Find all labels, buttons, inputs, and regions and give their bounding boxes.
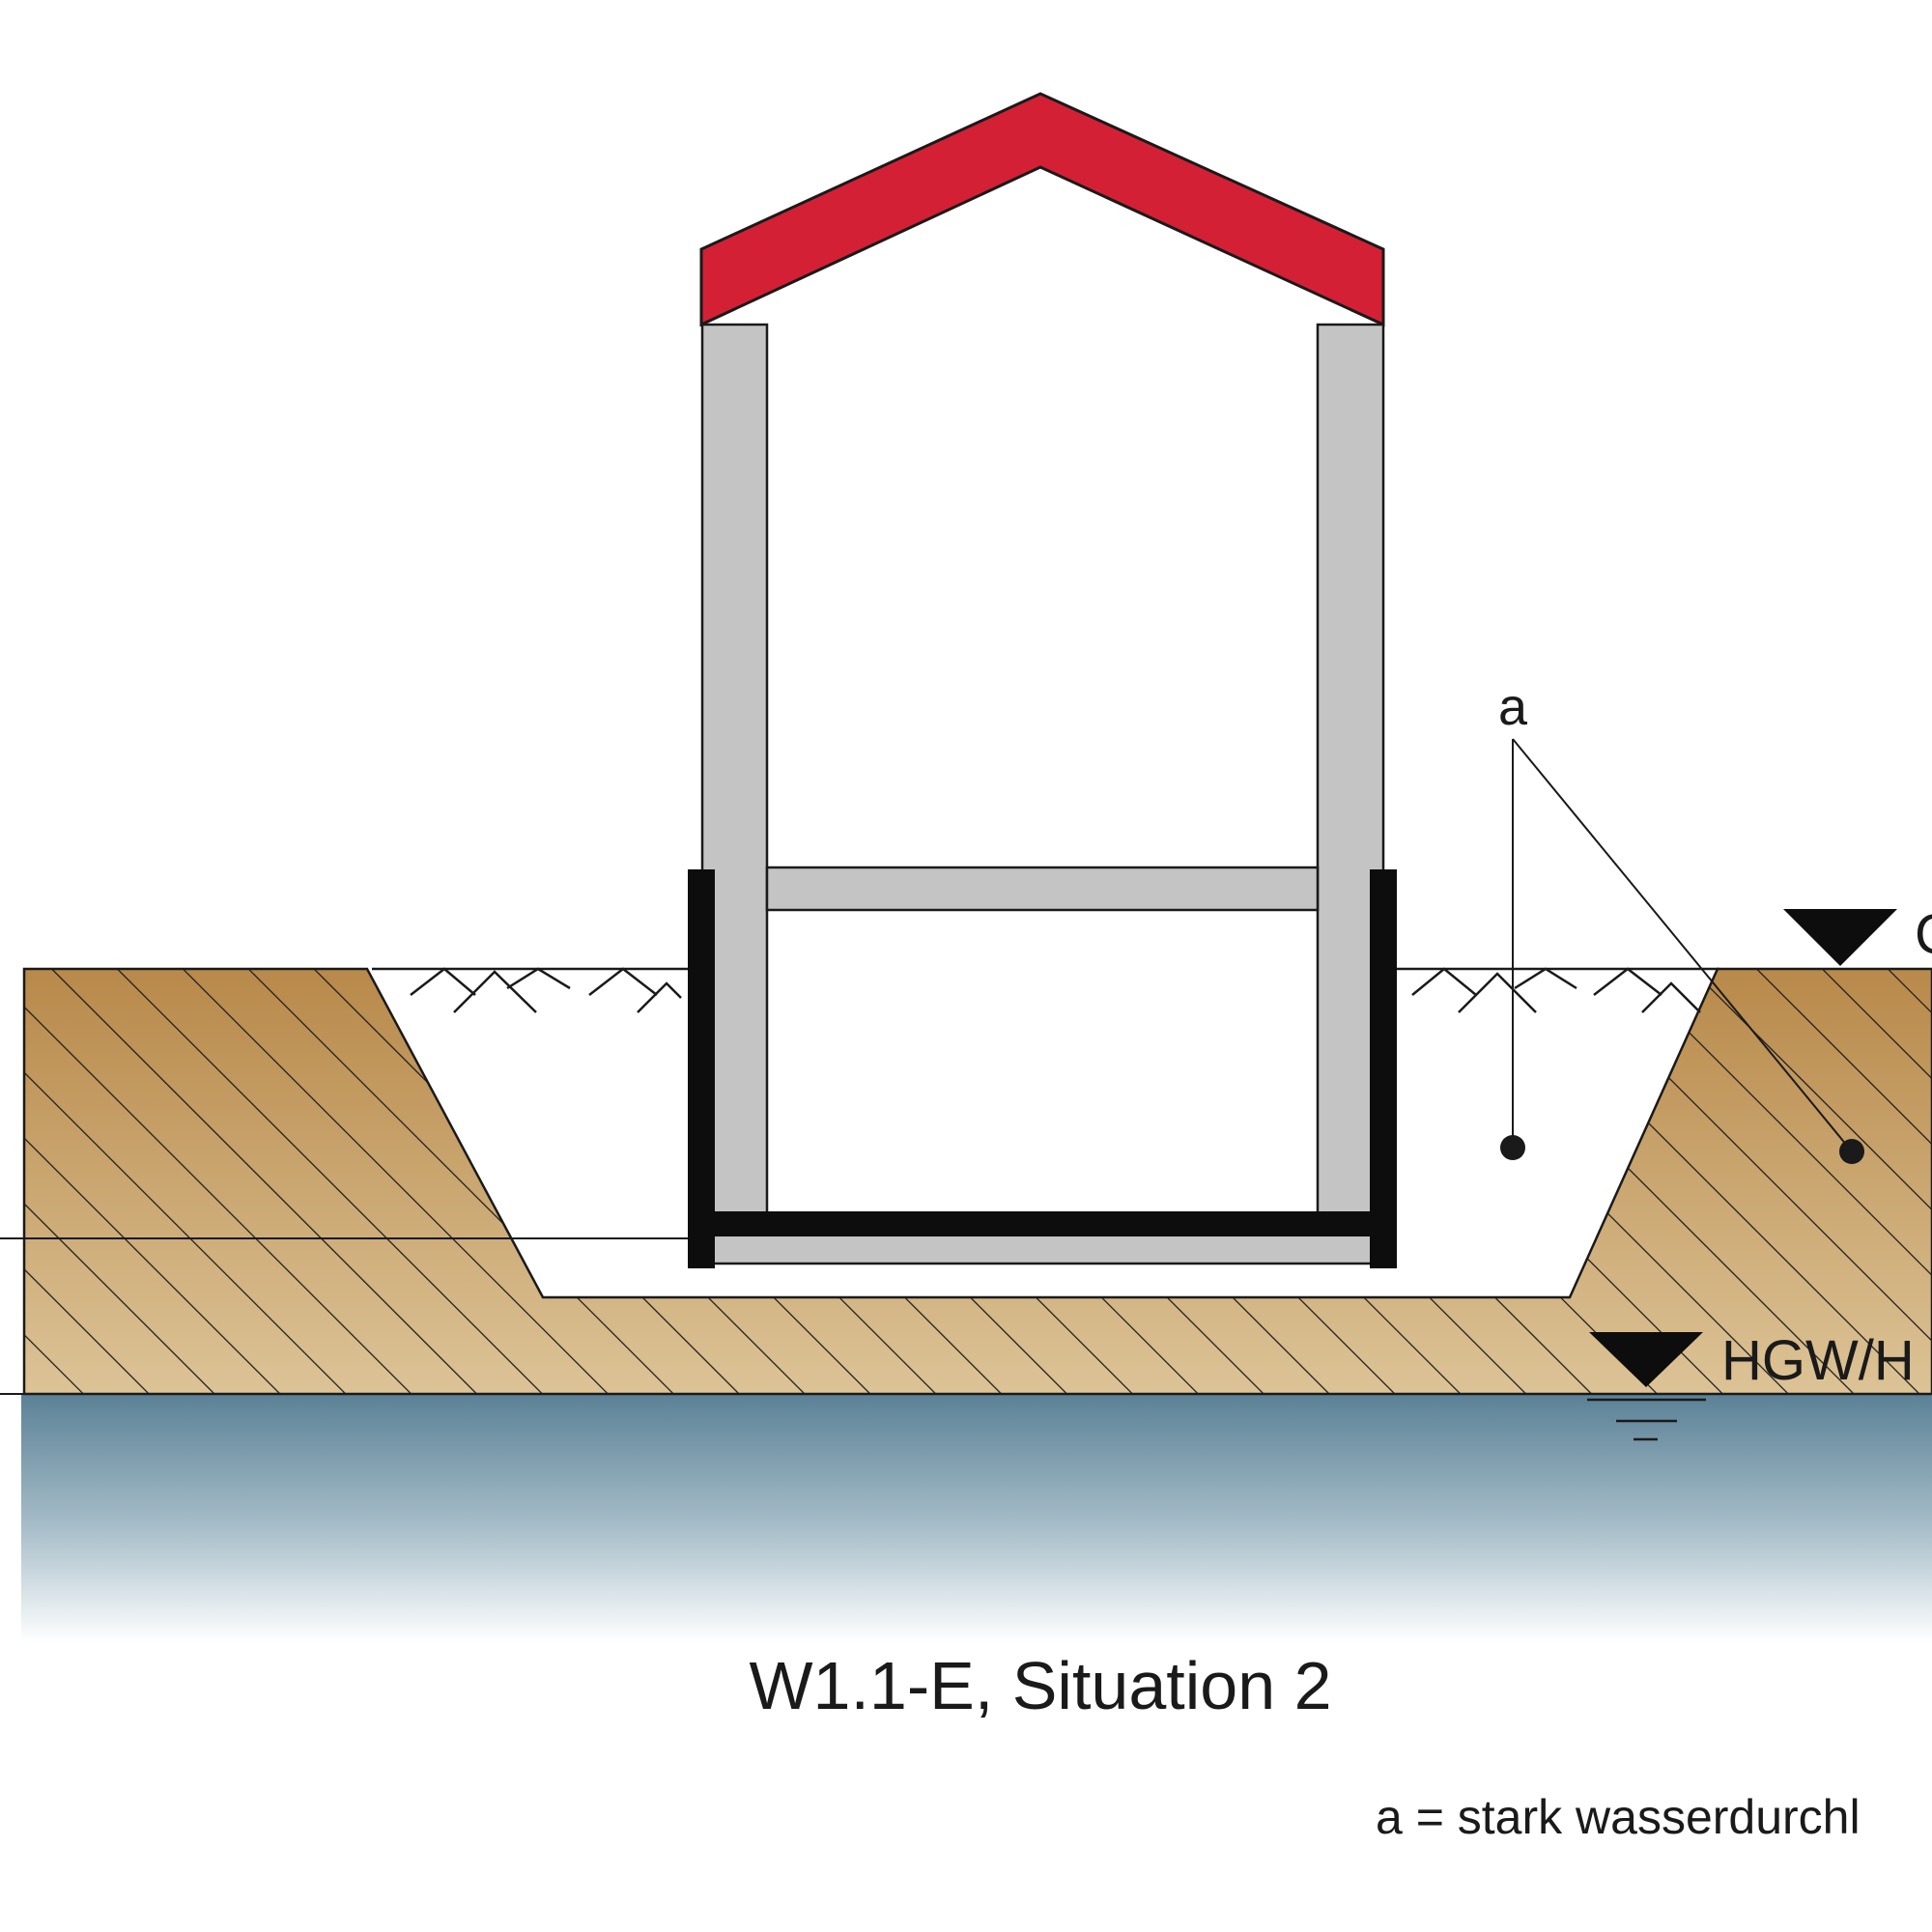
waterproofing-left <box>688 869 715 1268</box>
leader-label: a <box>1498 678 1528 736</box>
leader-dot-soil <box>1839 1139 1864 1164</box>
leader-lines <box>1512 738 1853 1152</box>
legend-text: a = stark wasserdurchl <box>1376 1790 1861 1844</box>
leader-dot-backfill <box>1500 1135 1525 1160</box>
water-level-icon <box>1587 1332 1706 1441</box>
ground-level-label: G <box>1915 903 1932 966</box>
triangle-down-icon <box>1783 909 1897 966</box>
backfill-surface-right <box>1394 967 1719 1013</box>
ceiling-slab <box>765 866 1320 912</box>
caption: W1.1-E, Situation 2 <box>749 1648 1331 1723</box>
groundwater-label: HGW/H <box>1721 1329 1915 1392</box>
groundwater-body <box>21 1394 1932 1642</box>
roof <box>699 92 1385 327</box>
house <box>688 92 1397 1268</box>
waterproofing-right <box>1370 869 1397 1268</box>
backfill-surface-left <box>372 967 688 1013</box>
waterproofing-floor <box>688 1211 1397 1236</box>
